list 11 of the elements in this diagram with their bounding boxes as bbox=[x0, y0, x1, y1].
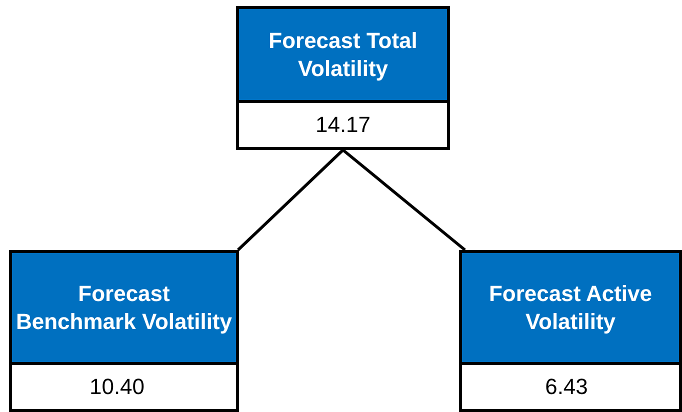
connector-line bbox=[236, 148, 344, 252]
volatility-value: 6.43 bbox=[462, 362, 679, 409]
box-heading: Forecast Active Volatility bbox=[462, 253, 679, 362]
volatility-value: 14.17 bbox=[239, 100, 447, 147]
connector-line bbox=[342, 148, 466, 252]
volatility-box bbox=[236, 6, 450, 150]
volatility-value: 10.40 bbox=[12, 362, 236, 409]
box-heading: Forecast Total Volatility bbox=[239, 9, 447, 100]
volatility-box bbox=[459, 250, 682, 412]
volatility-box bbox=[9, 250, 239, 412]
box-heading: Forecast Benchmark Volatility bbox=[12, 253, 236, 362]
